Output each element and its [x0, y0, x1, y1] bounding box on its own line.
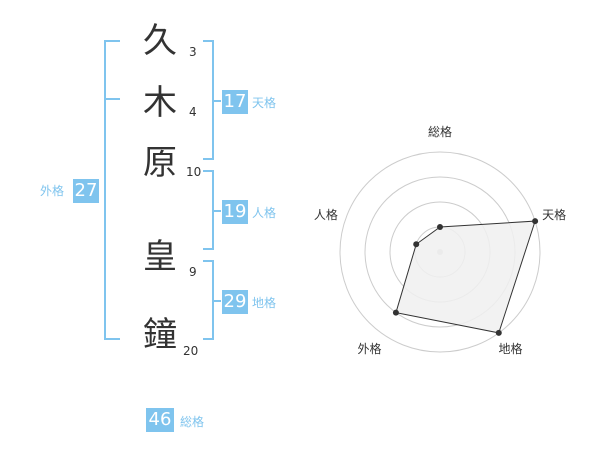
name-char-4: 皇 [143, 237, 177, 277]
radar-axis-label-2: 地格 [499, 341, 523, 356]
name-char-1: 久 [143, 21, 177, 61]
gaikaku-badge: 27 [73, 179, 99, 203]
stroke-count-2: 4 [189, 105, 197, 119]
radar-ring-4 [339, 151, 541, 353]
tenkaku-connector [212, 100, 221, 102]
radar-point-3 [392, 309, 399, 316]
chikaku-badge: 29 [222, 290, 248, 314]
tenkaku-bracket-bottom [203, 158, 214, 160]
stroke-count-5: 20 [183, 344, 199, 358]
radar-point-0 [437, 224, 443, 230]
gaikaku-bracket-mid [104, 98, 120, 100]
radar-point-2 [495, 329, 502, 336]
jinkaku-badge: 19 [222, 200, 248, 224]
soukaku-badge: 46 [146, 408, 174, 432]
stroke-count-3: 10 [186, 165, 202, 179]
name-char-2: 木 [143, 83, 177, 123]
radar-point-1 [532, 218, 539, 225]
soukaku-label: 総格 [180, 415, 205, 429]
stroke-count-4: 9 [189, 265, 197, 279]
gaikaku-label: 外格 [40, 184, 65, 198]
radar-point-4 [413, 241, 420, 248]
jinkaku-bracket-top [203, 170, 214, 172]
jinkaku-label: 人格 [252, 206, 277, 220]
gaikaku-bracket-bottom [104, 338, 120, 340]
name-char-3: 原 [143, 143, 177, 183]
radar-axis-label-3: 外格 [357, 341, 381, 356]
tenkaku-bracket-top [203, 40, 214, 42]
tenkaku-badge: 17 [222, 90, 248, 114]
chikaku-connector [212, 300, 221, 302]
chikaku-bracket-bottom [203, 338, 214, 340]
radar-axis-label-1: 天格 [542, 207, 566, 222]
jinkaku-connector [212, 210, 221, 212]
gaikaku-bracket-top [104, 40, 120, 42]
stroke-count-1: 3 [189, 45, 197, 59]
chikaku-bracket-top [203, 260, 214, 262]
gaikaku-bracket-vertical [104, 40, 106, 340]
jinkaku-bracket-bottom [203, 248, 214, 250]
name-char-5: 鐘 [143, 315, 177, 355]
chikaku-label: 地格 [252, 296, 277, 310]
radar-axis-label-4: 人格 [314, 207, 338, 222]
radar-axis-label-0: 総格 [428, 124, 452, 139]
radar-series-area [395, 220, 536, 334]
tenkaku-label: 天格 [252, 96, 277, 110]
